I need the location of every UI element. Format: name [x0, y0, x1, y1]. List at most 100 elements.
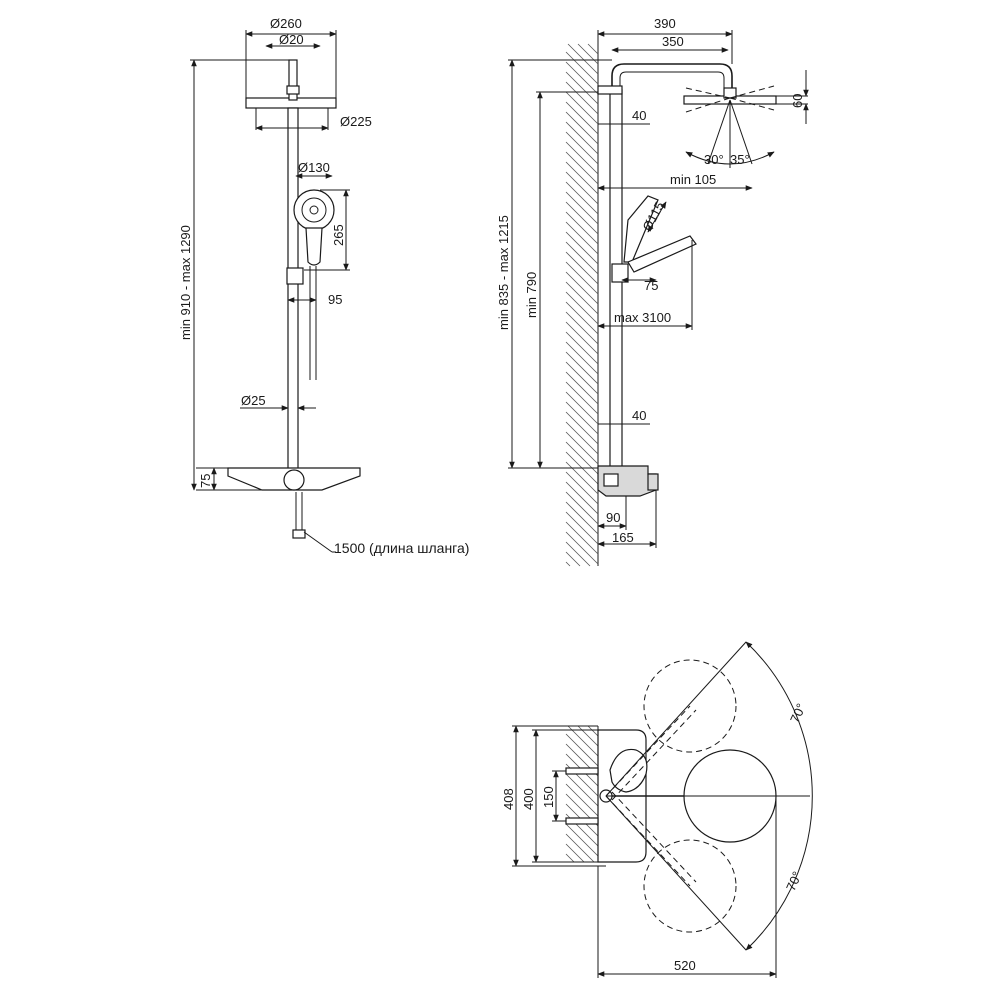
wall-hatch-line	[565, 201, 599, 235]
wall-hatch-line	[565, 281, 599, 315]
hose-length-label: 1500 (длина шланга)	[334, 540, 469, 556]
wall-hatch-line	[565, 331, 599, 365]
wall-hatch-line	[565, 81, 599, 115]
wall-hatch-line	[565, 401, 599, 435]
wall-hatch-line	[565, 391, 599, 425]
wall-hatch-side	[565, 43, 599, 567]
wall-hatch-line	[565, 111, 599, 145]
front-hose-bottom	[295, 492, 303, 536]
front-arm-joint	[286, 85, 300, 95]
side-arm-inner	[619, 71, 725, 90]
front-hand-shower-dot	[309, 205, 319, 215]
dim-min790: min 790	[524, 272, 539, 318]
dim-d260: Ø260	[270, 16, 302, 31]
wall-hatch-line	[565, 271, 599, 305]
wall-hatch-line	[565, 441, 599, 475]
top-view: 70° 70° 408 400 150 520	[501, 641, 813, 978]
side-head-tilt	[685, 85, 775, 168]
dim-d130: Ø130	[298, 160, 330, 175]
angle-30: 30°	[704, 152, 724, 167]
dim-max3100: max 3100	[614, 310, 671, 325]
wall-hatch-line	[577, 43, 599, 65]
dim-d225: Ø225	[340, 114, 372, 129]
side-mixer-outlet	[647, 473, 659, 491]
wall-hatch-line	[565, 733, 599, 767]
dim-408: 408	[501, 788, 516, 810]
wall-hatch-line	[565, 71, 599, 105]
dim-60: 60	[790, 94, 805, 108]
wall-hatch-line	[565, 301, 599, 335]
wall-hatch-line	[565, 221, 599, 255]
wall-hatch-line	[565, 823, 599, 857]
dim-165: 165	[612, 530, 634, 545]
wall-hatch-line	[565, 321, 599, 355]
front-hand-holder	[286, 267, 304, 285]
wall-hatch-line	[565, 141, 599, 175]
wall-hatch-line	[565, 161, 599, 195]
side-view: 30° 35° 390 350 60 40 min 105 Ø115 75	[496, 16, 809, 567]
wall-hatch-line	[565, 51, 599, 85]
angle-70-bottom: 70°	[783, 869, 805, 893]
wall-hatch-line	[567, 725, 599, 757]
wall-hatch-line	[565, 151, 599, 185]
front-arm	[288, 59, 298, 101]
wall-hatch-line	[577, 725, 599, 747]
front-riser-pipe	[287, 107, 299, 471]
wall-hatch-line	[565, 61, 599, 95]
wall-hatch-line	[567, 43, 599, 75]
dim-min105: min 105	[670, 172, 716, 187]
front-view: Ø260 Ø20 Ø225 Ø130 265 95 Ø25 75 min 910…	[178, 16, 469, 556]
wall-hatch-line	[565, 171, 599, 205]
wall-hatch-line	[565, 531, 599, 565]
wall-hatch-line	[565, 121, 599, 155]
wall-hatch-line	[565, 211, 599, 245]
dim-d25: Ø25	[241, 393, 266, 408]
front-hose	[309, 266, 317, 380]
wall-hatch-line	[565, 381, 599, 415]
wall-hatch-line	[565, 311, 599, 345]
dim-835-1215: min 835 - max 1215	[496, 215, 511, 330]
side-hand-shower-tilted	[627, 235, 697, 273]
dim-400: 400	[521, 788, 536, 810]
wall-hatch-line	[565, 231, 599, 265]
wall-hatch-line	[565, 541, 591, 567]
front-hand-shower-inner	[301, 197, 327, 223]
wall-hatch-line	[565, 261, 599, 295]
wall-hatch-line	[565, 131, 599, 165]
side-mixer-button	[603, 473, 619, 487]
wall-hatch-line	[587, 43, 599, 55]
wall-hatch-line	[565, 421, 599, 455]
dim-75-front: 75	[198, 474, 213, 488]
wall-hatch-line	[565, 241, 599, 275]
wall-hatch-line	[587, 725, 599, 737]
side-hand-holder	[611, 263, 629, 283]
dim-95: 95	[328, 292, 342, 307]
wall-hatch-line	[565, 291, 599, 325]
wall-hatch-line	[565, 501, 599, 535]
top-head-swing-up	[643, 659, 737, 753]
dim-total-height-front: min 910 - max 1290	[178, 225, 193, 340]
wall-hatch-line	[565, 511, 599, 545]
wall-hatch-line	[565, 461, 599, 495]
front-hand-shower-handle	[305, 227, 323, 266]
wall-hatch-line	[565, 351, 599, 385]
angle-35: 35°	[730, 152, 750, 167]
wall-hatch-line	[565, 191, 599, 225]
wall-hatch-line	[565, 101, 599, 135]
top-swing-arc	[745, 641, 813, 951]
dim-150: 150	[541, 786, 556, 808]
dim-75-side: 75	[644, 278, 658, 293]
dim-90: 90	[606, 510, 620, 525]
dim-390: 390	[654, 16, 676, 31]
wall-hatch-line	[565, 481, 599, 515]
wall-hatch-line	[565, 833, 595, 863]
wall-hatch-line	[565, 783, 599, 817]
front-mixer-knob	[283, 469, 305, 491]
wall-hatch-line	[565, 853, 575, 863]
wall-hatch-line	[565, 521, 599, 555]
side-bracket-top	[597, 85, 623, 95]
wall-hatch-line	[565, 181, 599, 215]
wall-hatch-line	[565, 843, 585, 863]
dim-265: 265	[331, 224, 346, 246]
